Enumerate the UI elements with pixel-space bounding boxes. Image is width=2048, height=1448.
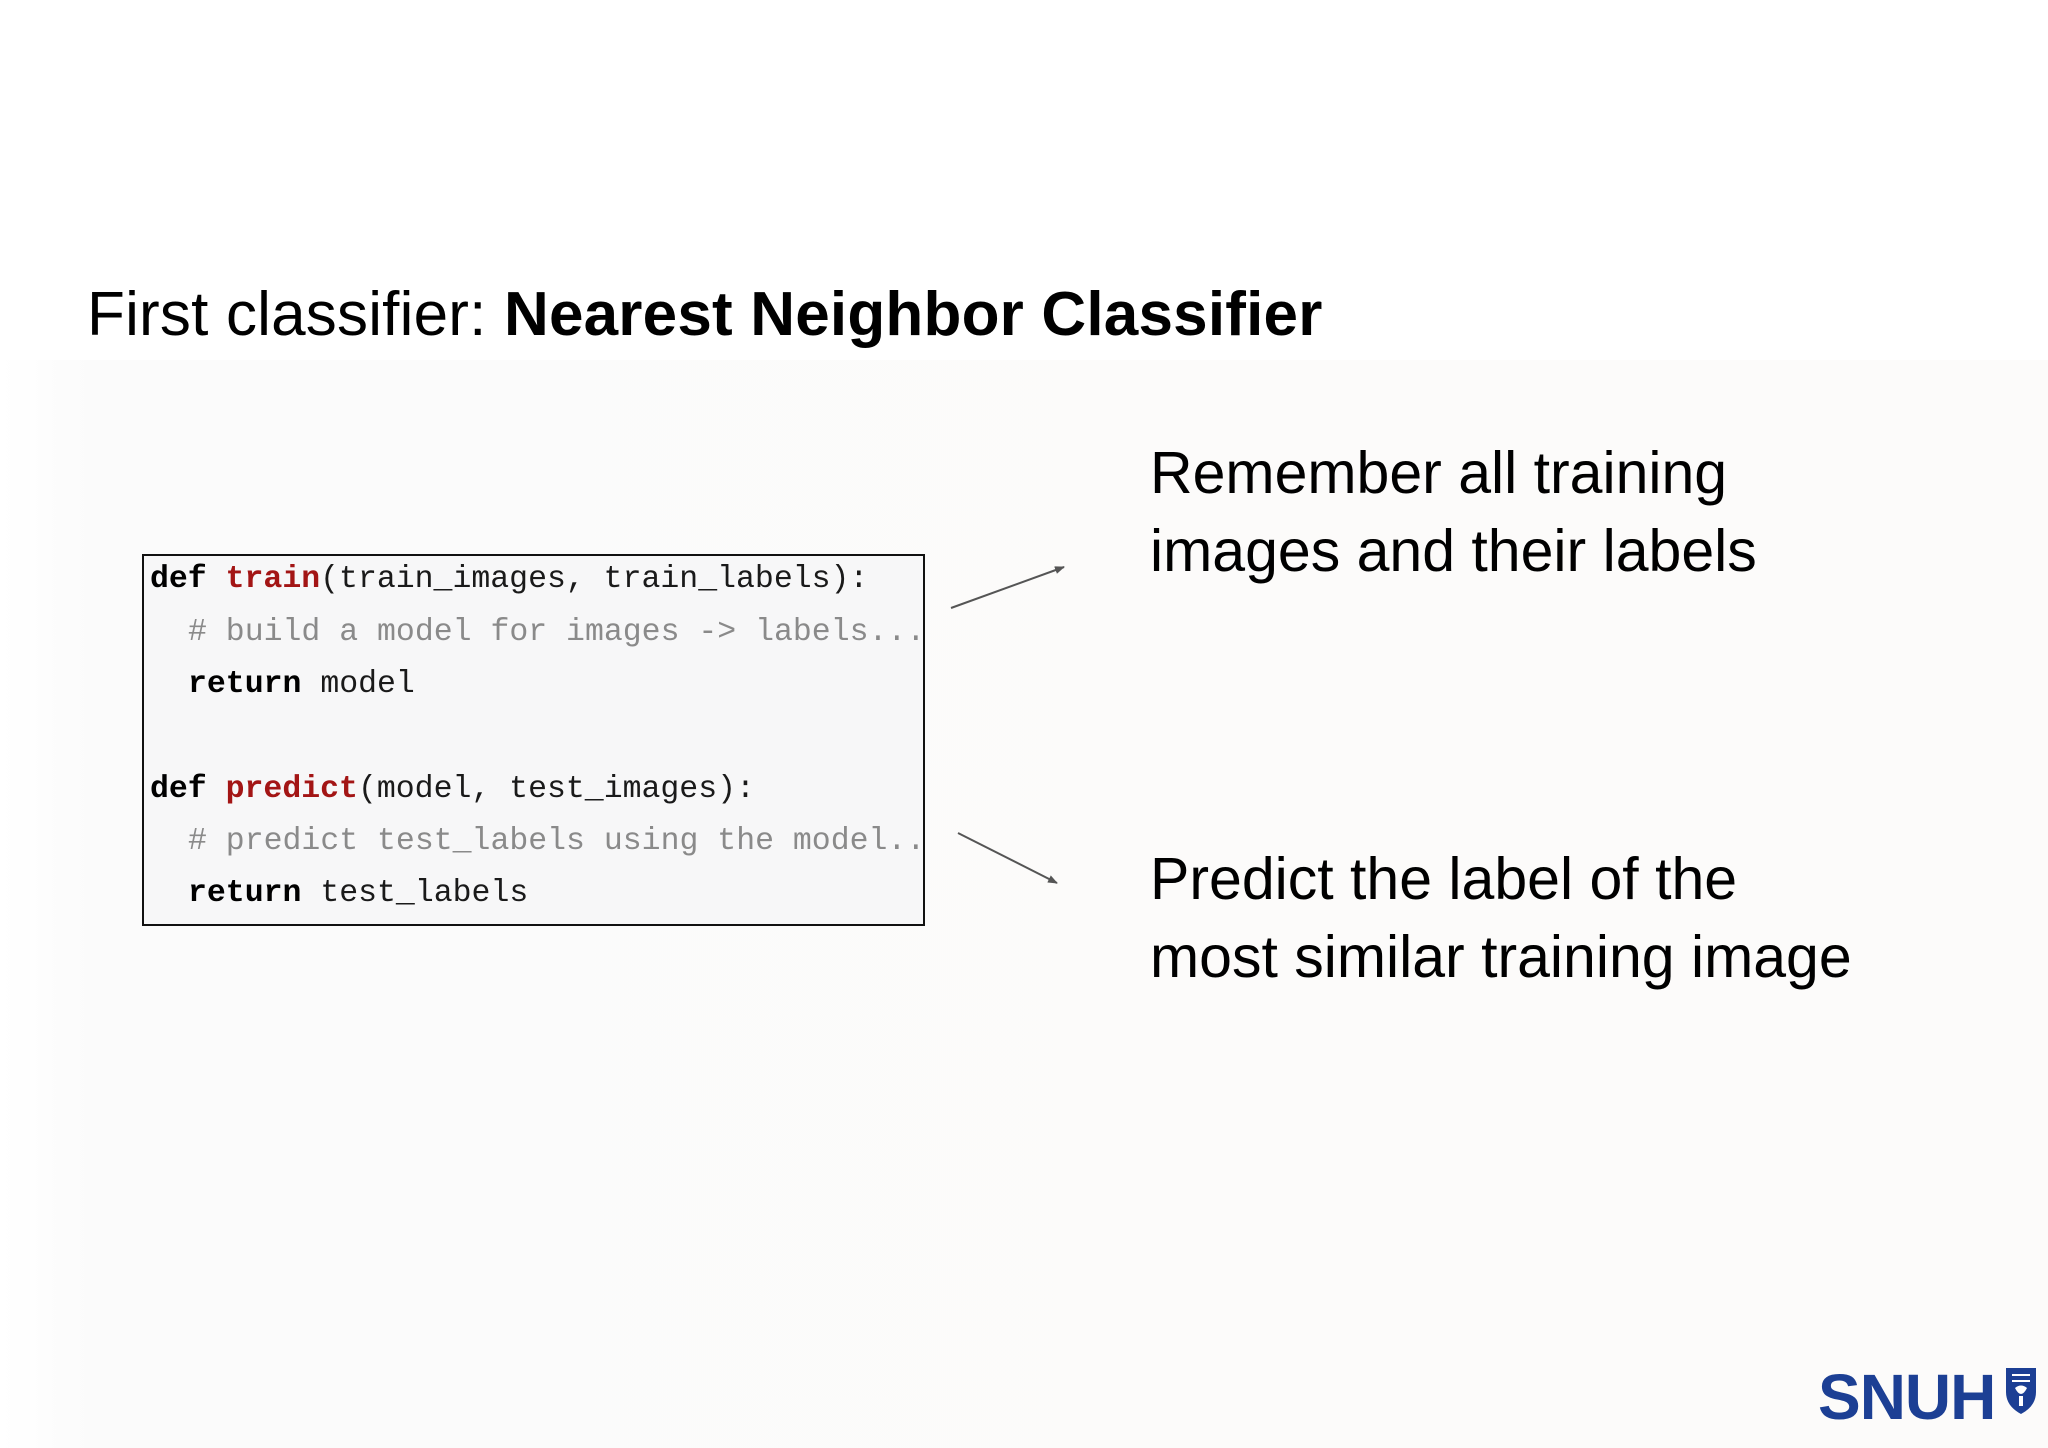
logo-text: SNUH: [1818, 1361, 1996, 1433]
top-band: [0, 0, 2048, 360]
snuh-logo: SNUH: [1818, 1362, 2040, 1432]
keyword-return: return: [188, 667, 302, 702]
function-name-predict: predict: [225, 772, 358, 807]
code-comment-train: # build a model for images -> labels...: [188, 615, 925, 650]
title-prefix: First classifier:: [87, 280, 504, 349]
keyword-def: def: [150, 772, 226, 807]
callout-train-line-2: images and their labels: [1150, 518, 1757, 584]
code-line-predict-def: def predict(model, test_images):: [150, 770, 755, 810]
code-block: def train(train_images, train_labels): #…: [142, 554, 925, 926]
arrow-train-to-callout: [950, 566, 1065, 609]
code-line-train-return: return model: [188, 665, 415, 705]
code-comment-predict: # predict test_labels using the model...: [188, 824, 925, 859]
callout-predict: Predict the label of the most similar tr…: [1150, 840, 1852, 996]
function-name-train: train: [225, 562, 321, 597]
code-line-train-def: def train(train_images, train_labels):: [150, 560, 868, 600]
shield-emblem-icon: [2006, 1368, 2036, 1414]
keyword-return: return: [188, 876, 302, 911]
callout-train: Remember all training images and their l…: [1150, 434, 1757, 590]
predict-arguments: (model, test_images):: [357, 772, 755, 807]
slide-title: First classifier: Nearest Neighbor Class…: [87, 278, 1323, 352]
code-line-predict-return: return test_labels: [188, 874, 528, 914]
arrow-predict-to-callout: [957, 832, 1058, 884]
title-emphasis: Nearest Neighbor Classifier: [503, 280, 1323, 349]
train-arguments: (train_images, train_labels):: [320, 562, 869, 597]
predict-return-value: test_labels: [301, 876, 529, 911]
callout-train-line-1: Remember all training: [1150, 440, 1728, 506]
train-return-value: model: [301, 667, 415, 702]
callout-predict-line-1: Predict the label of the: [1150, 846, 1738, 912]
callout-predict-line-2: most similar training image: [1150, 924, 1852, 990]
keyword-def: def: [150, 562, 226, 597]
